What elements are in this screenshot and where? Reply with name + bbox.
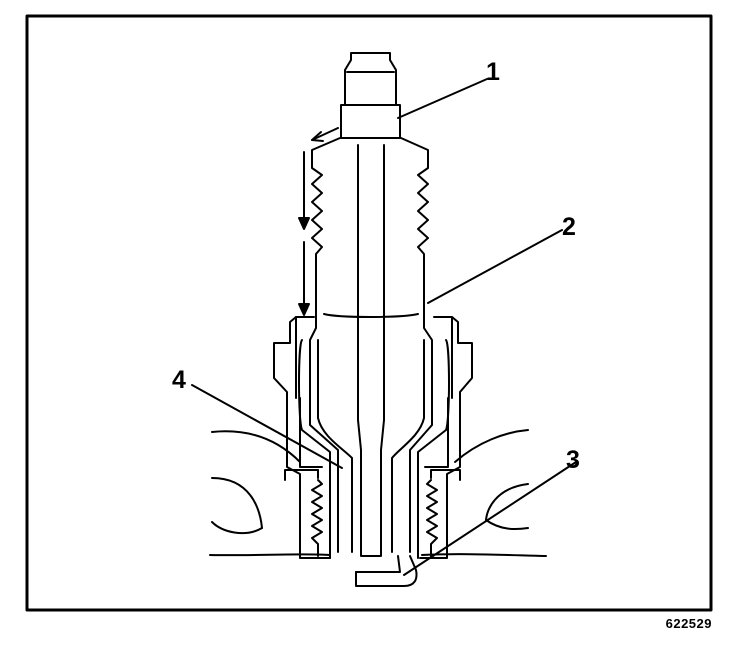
- electrodes: [355, 555, 418, 587]
- installation-arrows: [298, 127, 339, 316]
- callout-label-2: 2: [562, 213, 576, 241]
- leader-lines: [191, 78, 577, 576]
- plug-shell: [273, 316, 473, 559]
- insulator: [309, 52, 433, 557]
- callout-label-3: 3: [566, 446, 580, 474]
- callout-label-4: 4: [172, 366, 186, 394]
- callout-label-1: 1: [486, 58, 500, 86]
- cylinder-head: [209, 429, 547, 557]
- figure-number: 622529: [665, 616, 712, 631]
- figure-border: [25, 14, 713, 612]
- head-bore: [284, 469, 461, 557]
